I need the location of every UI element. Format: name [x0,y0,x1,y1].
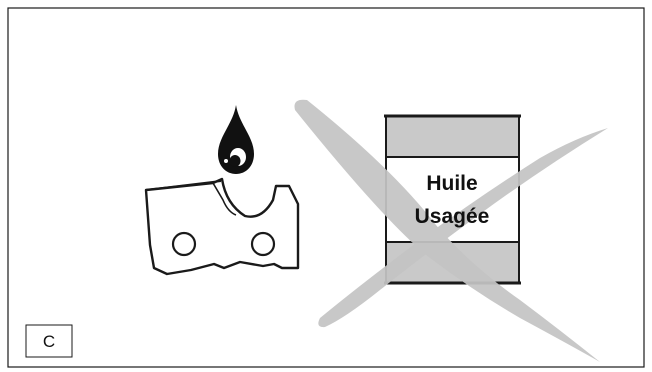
chain-cutter-link-icon [146,179,298,274]
can-label-line2: Usagée [415,205,490,228]
rivet-hole-right [252,233,274,255]
rivet-hole-left [173,233,195,255]
can-label-line1: Huile [426,172,477,195]
panel-label: C [43,332,55,351]
